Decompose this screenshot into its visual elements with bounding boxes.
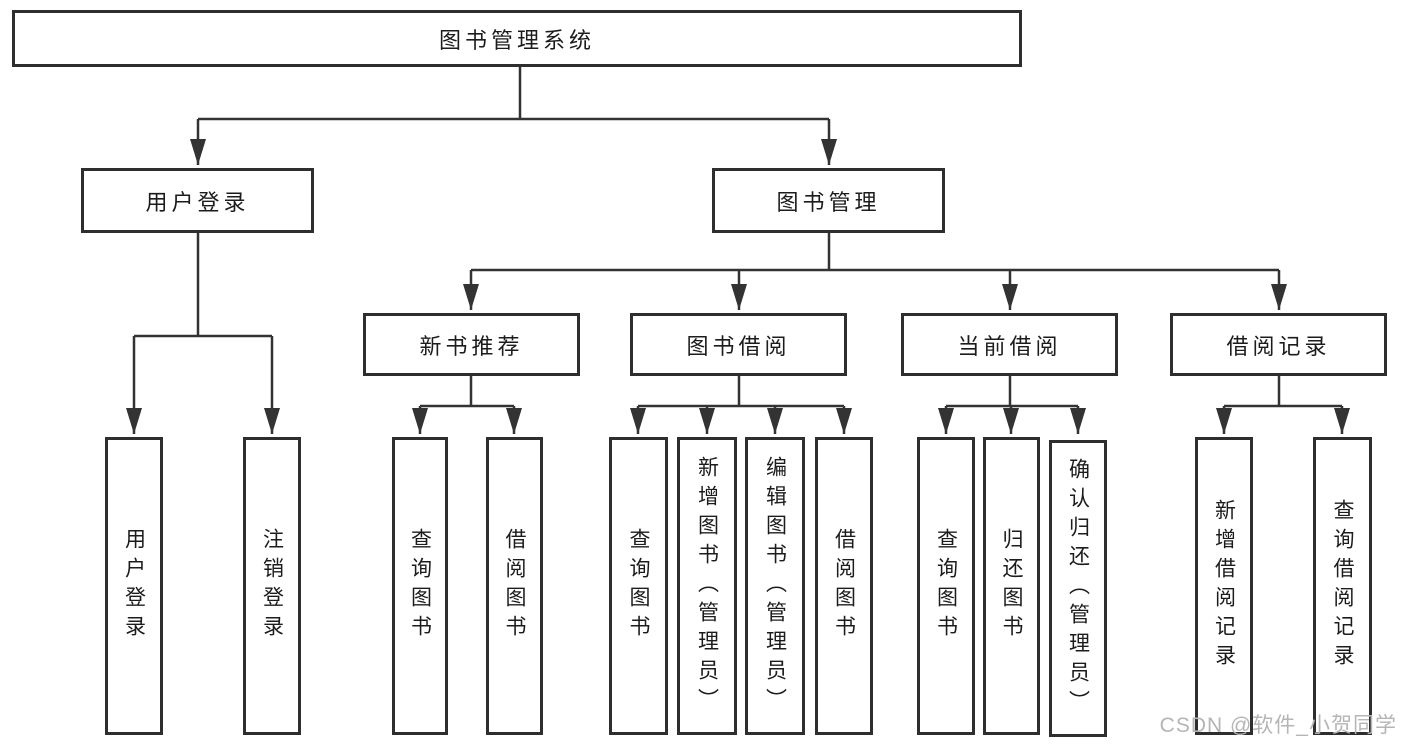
node-leaf-confirm-return-admin: 确认归还（管理员） [1049, 440, 1107, 737]
connector [420, 376, 514, 408]
node-current-borrow: 当前借阅 [901, 313, 1118, 376]
node-user-login: 用户登录 [81, 168, 314, 233]
node-new-book-recommend: 新书推荐 [363, 313, 580, 376]
node-label: 借阅图书 [832, 528, 856, 644]
node-leaf-query-book-3: 查询图书 [917, 437, 975, 735]
node-leaf-query-book-1: 查询图书 [392, 437, 448, 735]
node-book-management: 图书管理 [712, 168, 945, 233]
connector [946, 376, 1078, 408]
node-label: 查询图书 [934, 528, 958, 644]
node-leaf-add-book-admin: 新增图书（管理员） [677, 437, 737, 735]
node-label: 新增借阅记录 [1212, 499, 1236, 673]
node-label: 查询借阅记录 [1331, 499, 1354, 673]
node-label: 查询图书 [627, 528, 650, 644]
node-leaf-query-borrow-record: 查询借阅记录 [1313, 437, 1372, 735]
node-label: 用户登录 [122, 528, 146, 644]
node-leaf-user-login: 用户登录 [105, 437, 163, 735]
connector [134, 233, 272, 338]
node-label: 确认归还（管理员） [1066, 458, 1090, 719]
connector [198, 67, 829, 121]
node-label: 新增图书（管理员） [695, 455, 719, 717]
connector [638, 376, 844, 408]
node-label: 编辑图书（管理员） [763, 455, 787, 717]
node-label: 注销登录 [260, 528, 284, 644]
node-leaf-add-borrow-record: 新增借阅记录 [1195, 437, 1253, 735]
node-label: 查询图书 [408, 528, 432, 644]
node-borrow-record: 借阅记录 [1170, 313, 1387, 376]
node-root: 图书管理系统 [12, 10, 1022, 67]
node-label: 借阅图书 [503, 528, 526, 644]
node-book-borrow: 图书借阅 [630, 313, 847, 376]
connector [1224, 376, 1342, 408]
node-leaf-query-book-2: 查询图书 [609, 437, 668, 735]
node-leaf-edit-book-admin: 编辑图书（管理员） [745, 437, 805, 735]
connector [471, 233, 1279, 272]
node-leaf-logout: 注销登录 [243, 437, 301, 735]
node-leaf-borrow-book-1: 借阅图书 [486, 437, 543, 735]
node-leaf-borrow-book-2: 借阅图书 [815, 437, 873, 735]
watermark: CSDN @软件_小贺同学 [1159, 714, 1397, 737]
node-label: 归还图书 [1000, 528, 1023, 644]
node-leaf-return-book: 归还图书 [983, 437, 1040, 735]
